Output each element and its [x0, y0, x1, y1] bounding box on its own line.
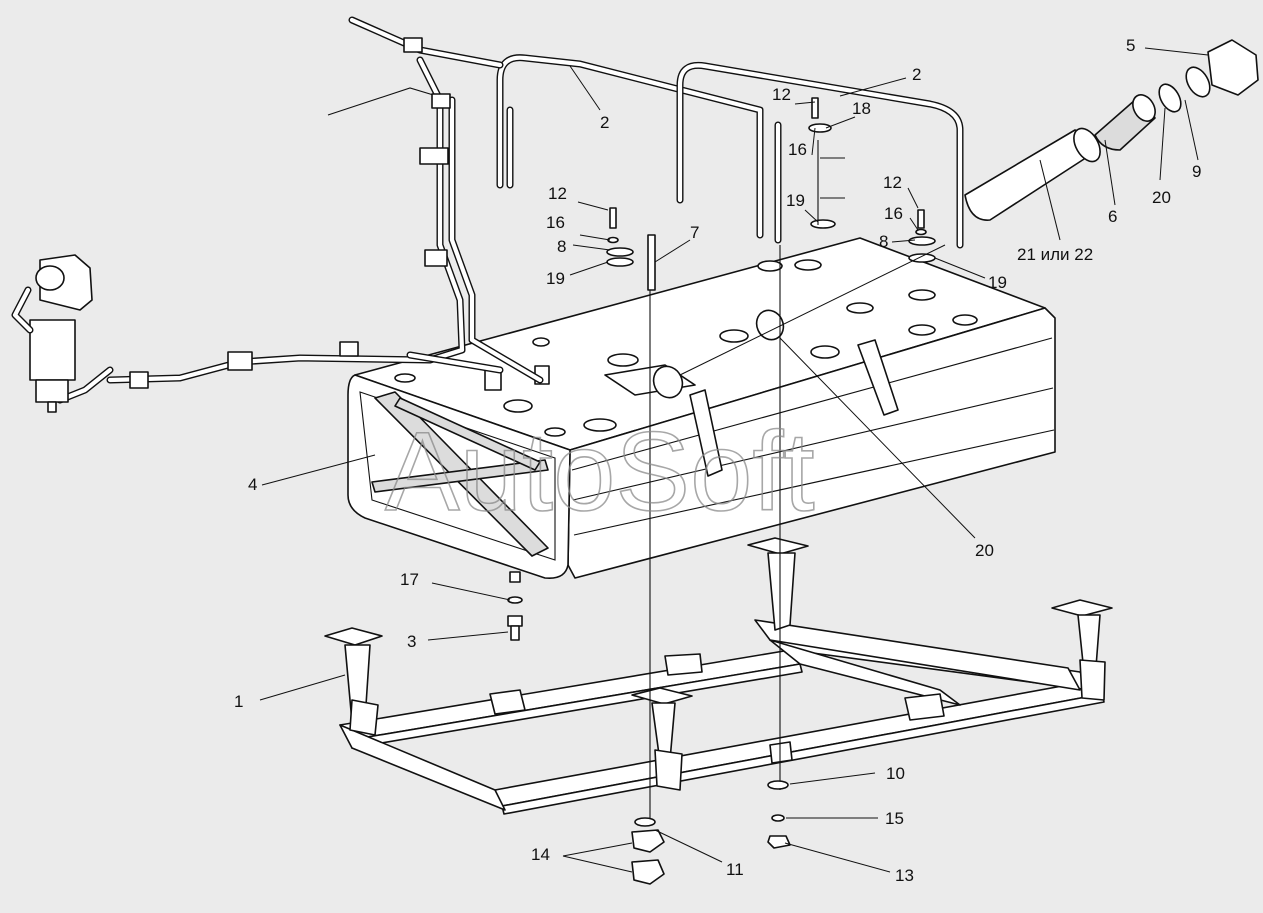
callout-1: 1 [234, 692, 243, 711]
callout-12c: 12 [883, 173, 902, 192]
callout-14: 14 [531, 845, 550, 864]
callout-5: 5 [1126, 36, 1135, 55]
callout-15: 15 [885, 809, 904, 828]
callout-7: 7 [690, 223, 699, 242]
callout-16c: 16 [884, 204, 903, 223]
callout-8a: 8 [557, 237, 566, 256]
callout-6: 6 [1108, 207, 1117, 226]
callout-labels: 1 2 2 3 4 5 6 7 8 8 9 10 11 12 12 12 13 … [234, 36, 1201, 885]
callout-12b: 12 [548, 184, 567, 203]
callout-10: 10 [886, 764, 905, 783]
callout-19b: 19 [786, 191, 805, 210]
callout-13: 13 [895, 866, 914, 885]
callout-19a: 19 [546, 269, 565, 288]
callout-2b: 2 [912, 65, 921, 84]
fuel-tank [347, 237, 1056, 583]
callout-3: 3 [407, 632, 416, 651]
callout-9: 9 [1192, 162, 1201, 181]
callout-11: 11 [726, 860, 744, 879]
callout-16b: 16 [788, 140, 807, 159]
callout-16a: 16 [546, 213, 565, 232]
callout-8b: 8 [879, 232, 888, 251]
fuel-lines [56, 16, 544, 404]
callout-20a: 20 [975, 541, 994, 560]
callout-19c: 19 [988, 273, 1007, 292]
callout-21-or-22: 21 или 22 [1017, 245, 1093, 264]
filler-neck-assembly [964, 39, 1259, 221]
callout-12a: 12 [772, 85, 791, 104]
support-frame [324, 537, 1113, 815]
callout-2a: 2 [600, 113, 609, 132]
hardware [507, 97, 936, 885]
callout-17: 17 [400, 570, 419, 589]
watermark-text: AutoSoft [385, 409, 815, 534]
fuel-filter [11, 254, 93, 413]
callout-18: 18 [852, 99, 871, 118]
leader-lines [259, 47, 1209, 873]
mounting-bracket-2 [496, 54, 964, 249]
callout-4: 4 [248, 475, 257, 494]
callout-20b: 20 [1152, 188, 1171, 207]
